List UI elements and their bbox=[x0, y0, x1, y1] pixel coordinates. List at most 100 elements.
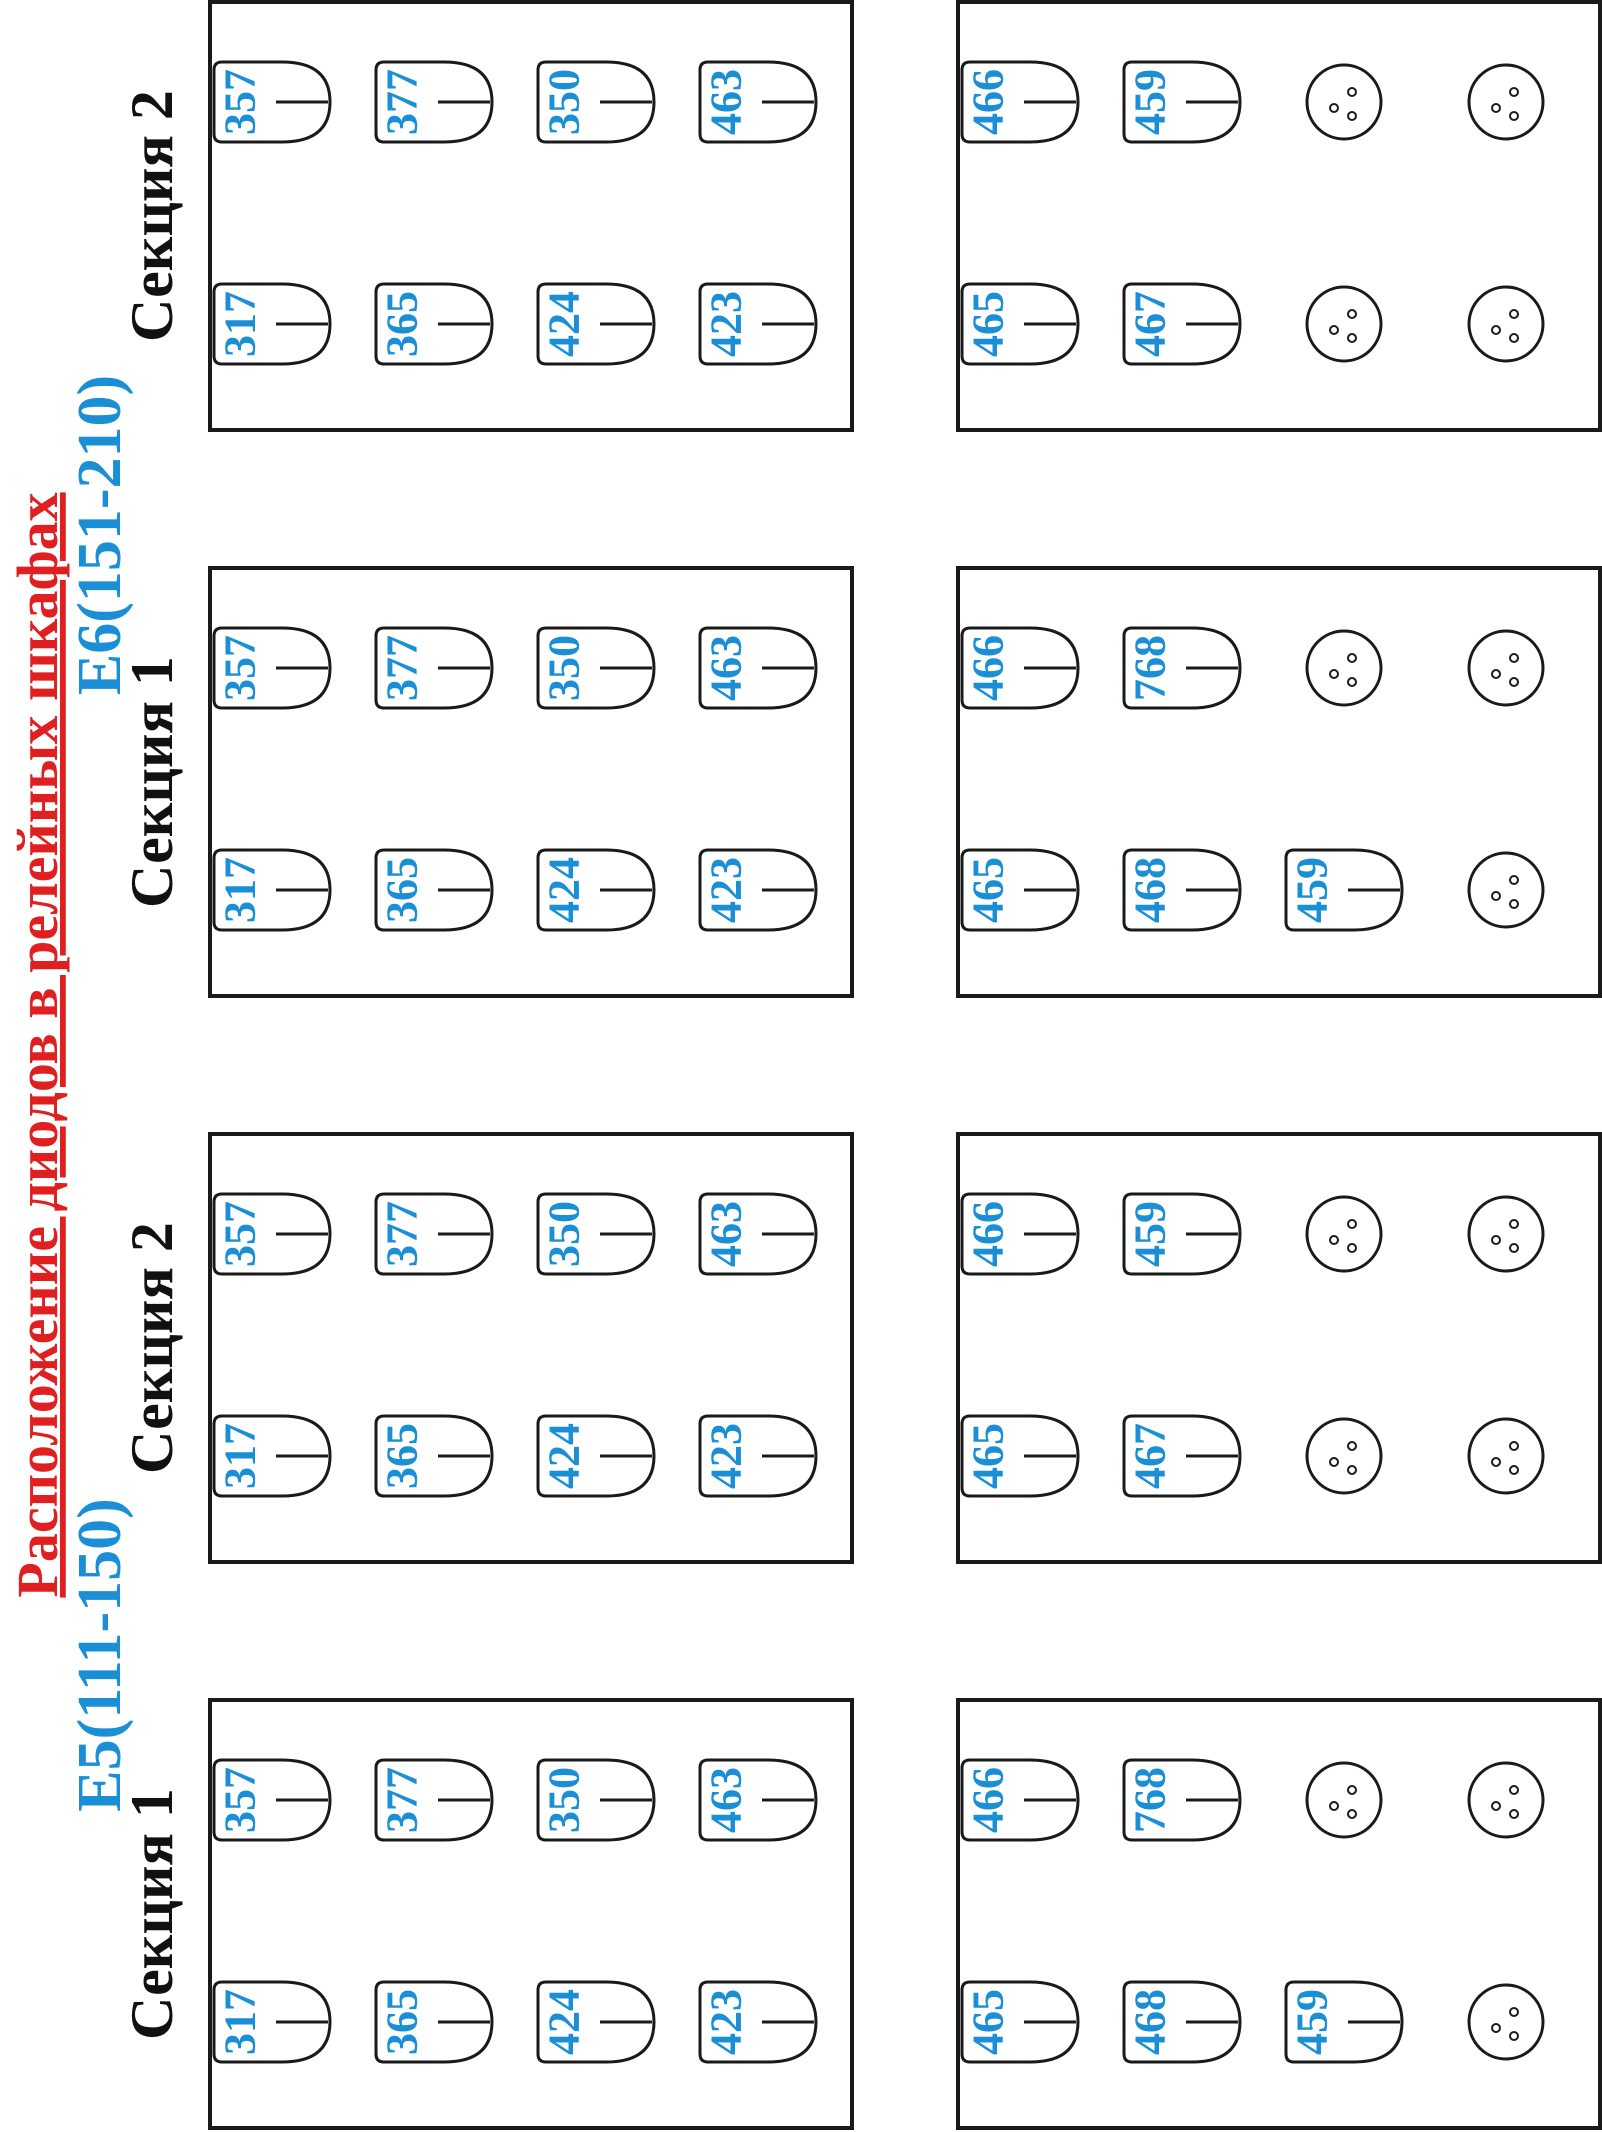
diode-code: 357 bbox=[216, 1767, 265, 1833]
diode-body bbox=[960, 1192, 1080, 1276]
diode: 459 bbox=[1122, 60, 1242, 144]
diode-code: 317 bbox=[216, 1989, 265, 2055]
socket-ring bbox=[1467, 1417, 1545, 1495]
diode-code: 465 bbox=[964, 1989, 1013, 2055]
socket-pin bbox=[1347, 1441, 1357, 1451]
diode: 350 bbox=[536, 60, 656, 144]
diode: 463 bbox=[698, 1192, 818, 1276]
diode-body bbox=[212, 1980, 332, 2064]
diode-code: 377 bbox=[378, 635, 427, 701]
diode-code: 459 bbox=[1288, 1989, 1337, 2055]
diode-code: 424 bbox=[540, 1989, 589, 2055]
diode-body bbox=[1122, 282, 1242, 366]
terminal-socket bbox=[1467, 1761, 1545, 1839]
diode-code: 465 bbox=[964, 1423, 1013, 1489]
socket-pin bbox=[1347, 87, 1357, 97]
diode-body bbox=[536, 848, 656, 932]
diode: 463 bbox=[698, 60, 818, 144]
socket-pin bbox=[1329, 1801, 1339, 1811]
diode-body bbox=[374, 1414, 494, 1498]
diode: 465 bbox=[960, 848, 1080, 932]
diode-body bbox=[374, 282, 494, 366]
diode: 357 bbox=[212, 60, 332, 144]
diode-code: 365 bbox=[378, 1989, 427, 2055]
diode-code: 463 bbox=[702, 1767, 751, 1833]
socket-pin bbox=[1509, 309, 1519, 319]
socket-pin bbox=[1491, 103, 1501, 113]
socket-ring bbox=[1305, 629, 1383, 707]
terminal-socket bbox=[1467, 1983, 1545, 2061]
group-label: E6(151-210) bbox=[66, 375, 134, 695]
socket-ring bbox=[1467, 629, 1545, 707]
socket-pin bbox=[1347, 1219, 1357, 1229]
diode-code: 357 bbox=[216, 1201, 265, 1267]
socket-ring bbox=[1305, 1195, 1383, 1273]
diode-body bbox=[1122, 1758, 1242, 1842]
diode-body bbox=[536, 1192, 656, 1276]
diode-body bbox=[212, 60, 332, 144]
diode-code: 377 bbox=[378, 69, 427, 135]
diode-body bbox=[1122, 1980, 1242, 2064]
diode-body bbox=[1284, 1980, 1404, 2064]
diode-code: 768 bbox=[1126, 635, 1175, 701]
socket-pin bbox=[1491, 891, 1501, 901]
diode-code: 350 bbox=[540, 1767, 589, 1833]
diode-body bbox=[536, 60, 656, 144]
diode: 465 bbox=[960, 1414, 1080, 1498]
diode: 466 bbox=[960, 1758, 1080, 1842]
socket-pin bbox=[1509, 87, 1519, 97]
diode: 357 bbox=[212, 1192, 332, 1276]
diode: 423 bbox=[698, 1414, 818, 1498]
socket-pin bbox=[1509, 1243, 1519, 1253]
diode: 317 bbox=[212, 1980, 332, 2064]
diode: 365 bbox=[374, 1980, 494, 2064]
diode-code: 466 bbox=[964, 1201, 1013, 1267]
main-title: Расположение диодов в релейных шкафах bbox=[5, 492, 70, 1597]
diode-body bbox=[212, 848, 332, 932]
diode-body bbox=[374, 626, 494, 710]
diode-body bbox=[1122, 848, 1242, 932]
diode-code: 466 bbox=[964, 635, 1013, 701]
diode-code: 459 bbox=[1288, 857, 1337, 923]
socket-pin bbox=[1491, 2023, 1501, 2033]
socket-pin bbox=[1329, 103, 1339, 113]
section-title: Секция 1 bbox=[119, 1788, 185, 2040]
diode-code: 466 bbox=[964, 1767, 1013, 1833]
diode: 357 bbox=[212, 626, 332, 710]
socket-pin bbox=[1509, 2031, 1519, 2041]
diode-body bbox=[698, 1980, 818, 2064]
socket-ring bbox=[1305, 63, 1383, 141]
diode-code: 424 bbox=[540, 291, 589, 357]
socket-ring bbox=[1305, 285, 1383, 363]
diode-body bbox=[536, 1980, 656, 2064]
diode: 468 bbox=[1122, 848, 1242, 932]
diode-code: 357 bbox=[216, 635, 265, 701]
diode-code: 465 bbox=[964, 857, 1013, 923]
terminal-socket bbox=[1305, 629, 1383, 707]
diode: 350 bbox=[536, 626, 656, 710]
socket-pin bbox=[1509, 111, 1519, 121]
diode-body bbox=[960, 1980, 1080, 2064]
diode-body bbox=[1122, 60, 1242, 144]
diode-code: 423 bbox=[702, 1423, 751, 1489]
socket-pin bbox=[1509, 1441, 1519, 1451]
socket-ring bbox=[1467, 851, 1545, 929]
diode: 768 bbox=[1122, 626, 1242, 710]
diode-body bbox=[960, 1414, 1080, 1498]
diode-body bbox=[212, 626, 332, 710]
socket-pin bbox=[1347, 111, 1357, 121]
socket-pin bbox=[1509, 875, 1519, 885]
socket-pin bbox=[1329, 1235, 1339, 1245]
diode-body bbox=[212, 1414, 332, 1498]
socket-pin bbox=[1509, 1219, 1519, 1229]
diode-code: 365 bbox=[378, 857, 427, 923]
diode-body bbox=[374, 60, 494, 144]
diode: 424 bbox=[536, 1980, 656, 2064]
diode: 350 bbox=[536, 1758, 656, 1842]
diode-body bbox=[698, 282, 818, 366]
diode-code: 423 bbox=[702, 857, 751, 923]
diode-body bbox=[374, 1192, 494, 1276]
diode: 377 bbox=[374, 1758, 494, 1842]
